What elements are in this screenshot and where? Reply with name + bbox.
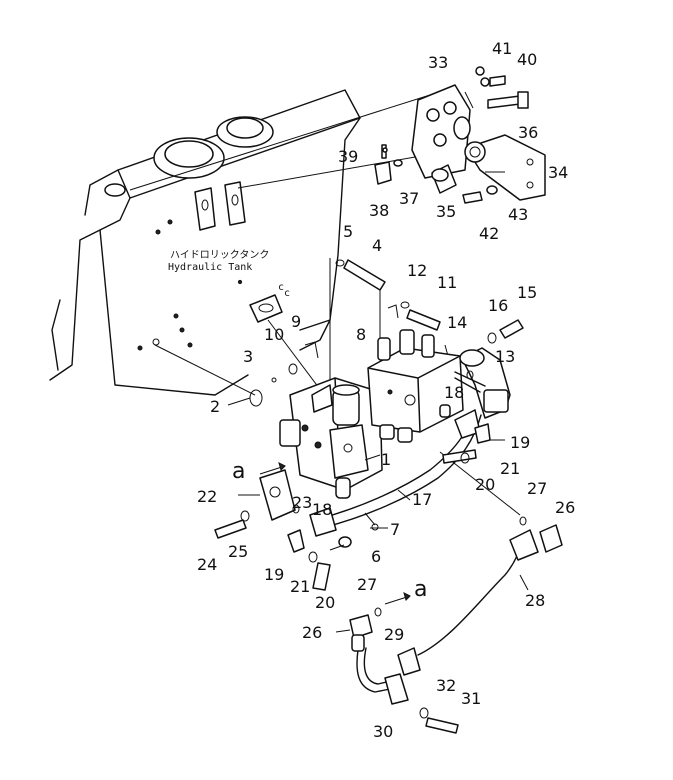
callout-23: 23 [292, 493, 312, 512]
callout-18a: 18 [444, 383, 464, 402]
callout-18b: 18 [312, 500, 332, 519]
callout-15: 15 [517, 283, 537, 302]
callout-28: 28 [525, 591, 545, 610]
mounting-bracket-assembly [374, 66, 546, 204]
callout-3: 3 [243, 347, 253, 366]
callout-16: 16 [488, 296, 508, 315]
callout-29: 29 [384, 625, 404, 644]
callout-32: 32 [436, 676, 456, 695]
callout-14: 14 [447, 313, 467, 332]
valve-section-8 [367, 329, 464, 443]
connection-marker-a-upper: a [232, 459, 245, 484]
callout-1: 1 [381, 450, 391, 469]
callout-20b: 20 [315, 593, 335, 612]
callout-17: 17 [412, 490, 432, 509]
callout-11: 11 [437, 273, 457, 292]
callout-43: 43 [508, 205, 528, 224]
callout-30: 30 [373, 722, 393, 741]
callout-34: 34 [548, 163, 568, 182]
callout-26b: 26 [302, 623, 322, 642]
callout-36: 36 [518, 123, 538, 142]
callout-13: 13 [495, 347, 515, 366]
small-parts [214, 259, 527, 734]
hoses [309, 409, 563, 705]
callout-20a: 20 [475, 475, 495, 494]
elbow-fitting [454, 347, 511, 419]
callout-labels: 1 2 3 4 5 6 7 8 9 10 11 12 13 14 15 16 1… [197, 39, 575, 741]
connection-arrows [259, 462, 411, 605]
callout-33: 33 [428, 53, 448, 72]
callout-9: 9 [291, 312, 301, 331]
callout-19b: 19 [264, 565, 284, 584]
callout-2: 2 [210, 397, 220, 416]
callout-26a: 26 [555, 498, 575, 517]
callout-35: 35 [436, 202, 456, 221]
connection-marker-a-lower: a [414, 577, 427, 602]
control-valve [279, 377, 383, 499]
callout-31: 31 [461, 689, 481, 708]
callout-10: 10 [264, 325, 284, 344]
callout-21b: 21 [290, 577, 310, 596]
callout-5: 5 [343, 222, 353, 241]
hydraulic-tank: c c ハイドロリックタンク Hydraulic Tank [49, 89, 361, 396]
callout-8: 8 [356, 325, 366, 344]
tank-label-english: Hydraulic Tank [168, 262, 252, 273]
callout-27b: 27 [357, 575, 377, 594]
tank-label-japanese: ハイドロリックタンク [170, 249, 269, 261]
callout-22: 22 [197, 487, 217, 506]
svg-text:c: c [284, 288, 290, 299]
callout-19a: 19 [510, 433, 530, 452]
svg-text:c: c [278, 282, 284, 293]
callout-41: 41 [492, 39, 512, 58]
callout-leaders [227, 91, 529, 633]
callout-40: 40 [517, 50, 537, 69]
callout-38: 38 [369, 201, 389, 220]
callout-12: 12 [407, 261, 427, 280]
callout-24: 24 [197, 555, 217, 574]
callout-21a: 21 [500, 459, 520, 478]
callout-25: 25 [228, 542, 248, 561]
callout-39: 39 [338, 147, 358, 166]
callout-6: 6 [371, 547, 381, 566]
callout-7: 7 [390, 520, 400, 539]
callout-42: 42 [479, 224, 499, 243]
callout-27a: 27 [527, 479, 547, 498]
callout-37: 37 [399, 189, 419, 208]
callout-4: 4 [372, 236, 382, 255]
